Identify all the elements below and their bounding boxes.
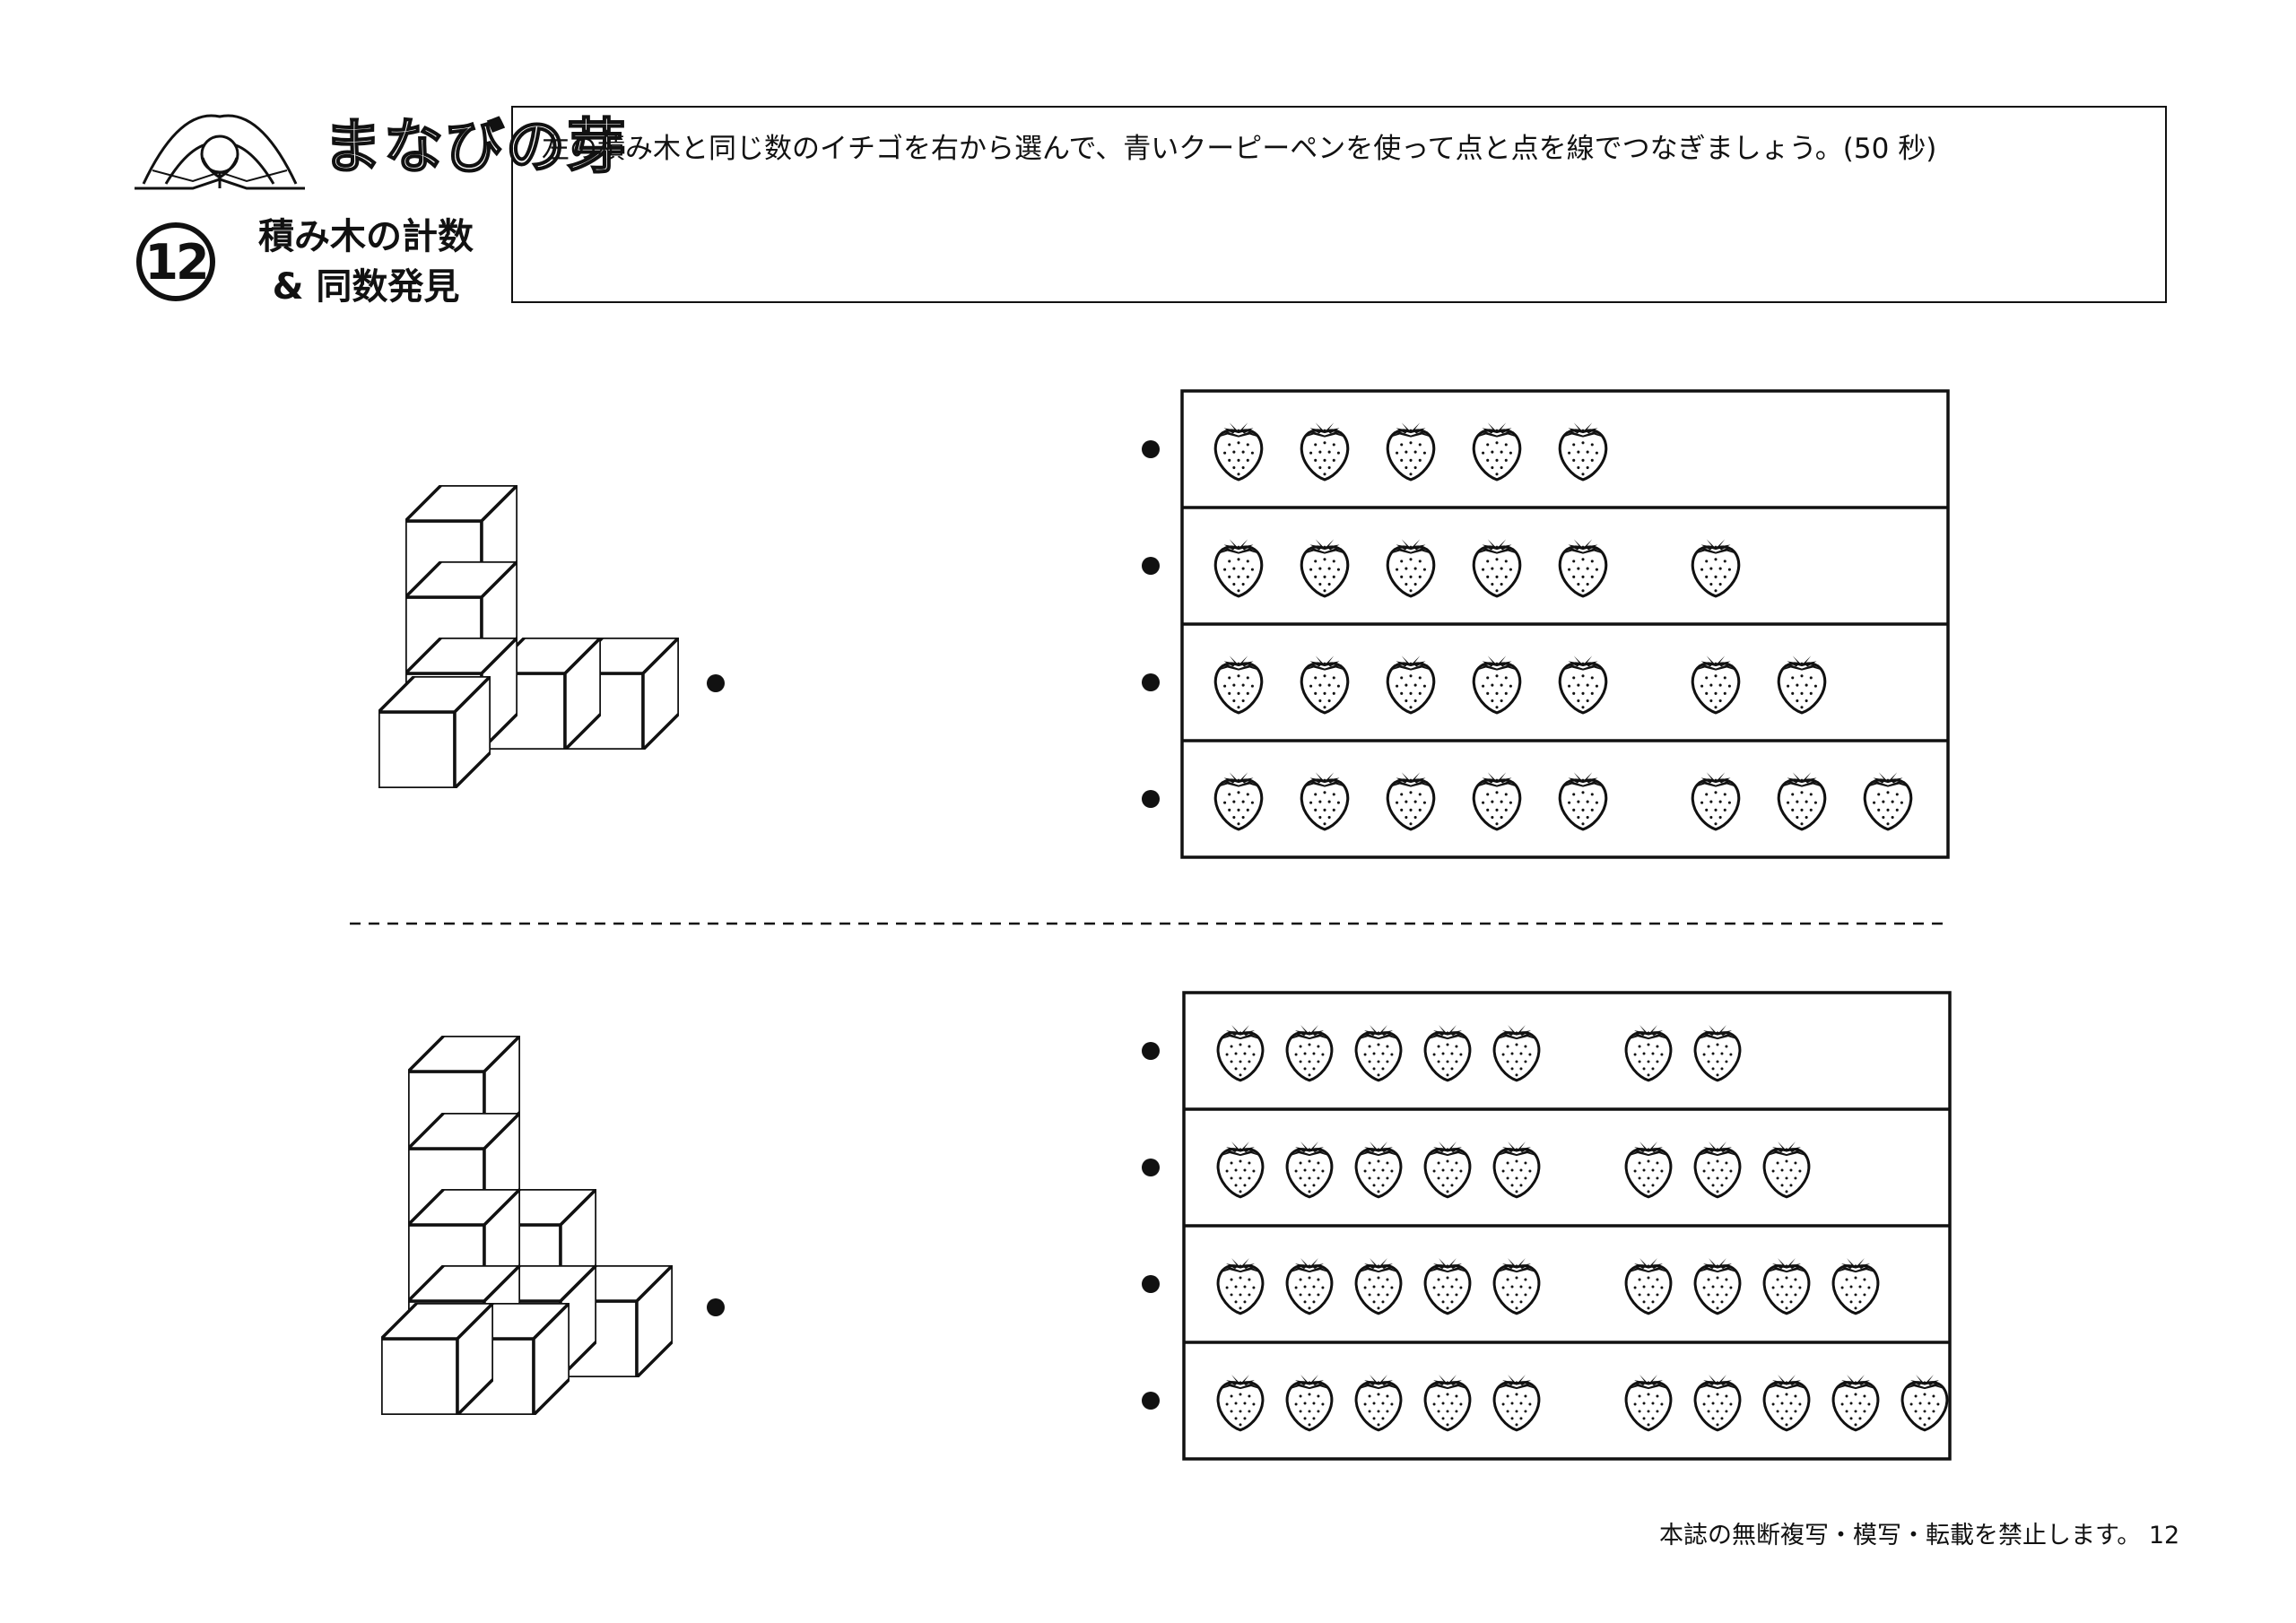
instruction-text: 左の積み木と同じ数のイチゴを右から選んで、青いクーピーペンを使って点と点を線でつ… [542, 133, 1937, 165]
block-structure-2 [381, 1036, 673, 1415]
instruction-box: 左の積み木と同じ数のイチゴを右から選んで、青いクーピーペンを使って点と点を線でつ… [511, 106, 2167, 303]
strawberry-panel-2 [1182, 991, 1952, 1461]
block-cube [378, 676, 491, 788]
option-dot[interactable] [1142, 1159, 1160, 1176]
copyright-footer: 本誌の無断複写・模写・転載を禁止します。 12 [1659, 1522, 2180, 1549]
block-dot-1[interactable] [707, 674, 725, 692]
option-dot[interactable] [1142, 1275, 1160, 1293]
option-dot[interactable] [1142, 440, 1160, 458]
page-title: 積み木の計数 & 同数発見 [240, 212, 491, 312]
option-dot[interactable] [1142, 557, 1160, 575]
title-line-1: 積み木の計数 [258, 216, 474, 257]
option-dot[interactable] [1142, 673, 1160, 691]
option-dot[interactable] [1142, 1392, 1160, 1410]
title-line-2: & 同数発見 [272, 266, 460, 308]
option-dot[interactable] [1142, 1042, 1160, 1060]
logo-emblem-icon [135, 114, 305, 190]
logo-text: まなびの芽 [322, 111, 628, 182]
block-dot-2[interactable] [707, 1298, 725, 1316]
lesson-number-badge: 12 [136, 222, 215, 301]
brand-logo: まなびの芽 [126, 99, 627, 197]
block-structure-1 [378, 485, 679, 788]
option-dot[interactable] [1142, 790, 1160, 808]
